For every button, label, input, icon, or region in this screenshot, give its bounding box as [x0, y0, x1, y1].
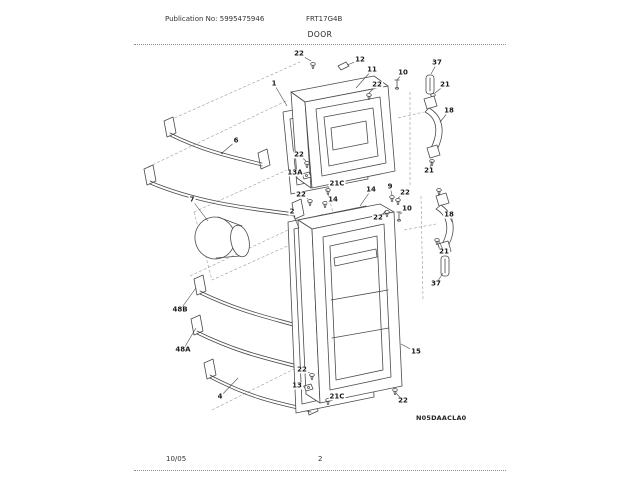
leader-line [439, 110, 450, 123]
footer-date: 10/05 [166, 455, 187, 463]
leader-line [435, 272, 444, 285]
leader-line [346, 59, 361, 66]
page-title: DOOR [307, 30, 333, 39]
leader-line [400, 343, 417, 353]
leader-line [273, 83, 288, 107]
page-number: 2 [318, 455, 323, 463]
model-number: FRT17G4B [306, 15, 343, 23]
fresh-food-door-drawing [297, 203, 403, 404]
leader-line [219, 377, 239, 398]
leader-line [434, 84, 446, 94]
freezer-door-drawing [290, 61, 396, 189]
publication-number: Publication No: 5995475946 [165, 15, 265, 23]
leader-line [359, 189, 372, 207]
door-can-rack-drawing [194, 216, 250, 260]
leader-line [221, 140, 237, 154]
leader-line [430, 62, 438, 75]
leader-line [389, 186, 393, 196]
diagram-code: N05DAACLA0 [416, 414, 467, 422]
fresh-food-door-handle-drawing [434, 188, 454, 277]
leader-line [298, 53, 312, 62]
leader-line [399, 208, 408, 215]
leader-line [300, 194, 309, 200]
header-divider [134, 44, 506, 45]
leader-line [179, 287, 197, 311]
leader-line [395, 392, 404, 402]
footer-divider [134, 470, 506, 471]
leader-line [182, 327, 197, 351]
freezer-door-shelf-bars [143, 116, 305, 220]
leader-line [396, 72, 404, 81]
leader-line [191, 199, 209, 222]
freezer-door-handle-drawing [423, 74, 443, 166]
leader-line [397, 192, 406, 199]
